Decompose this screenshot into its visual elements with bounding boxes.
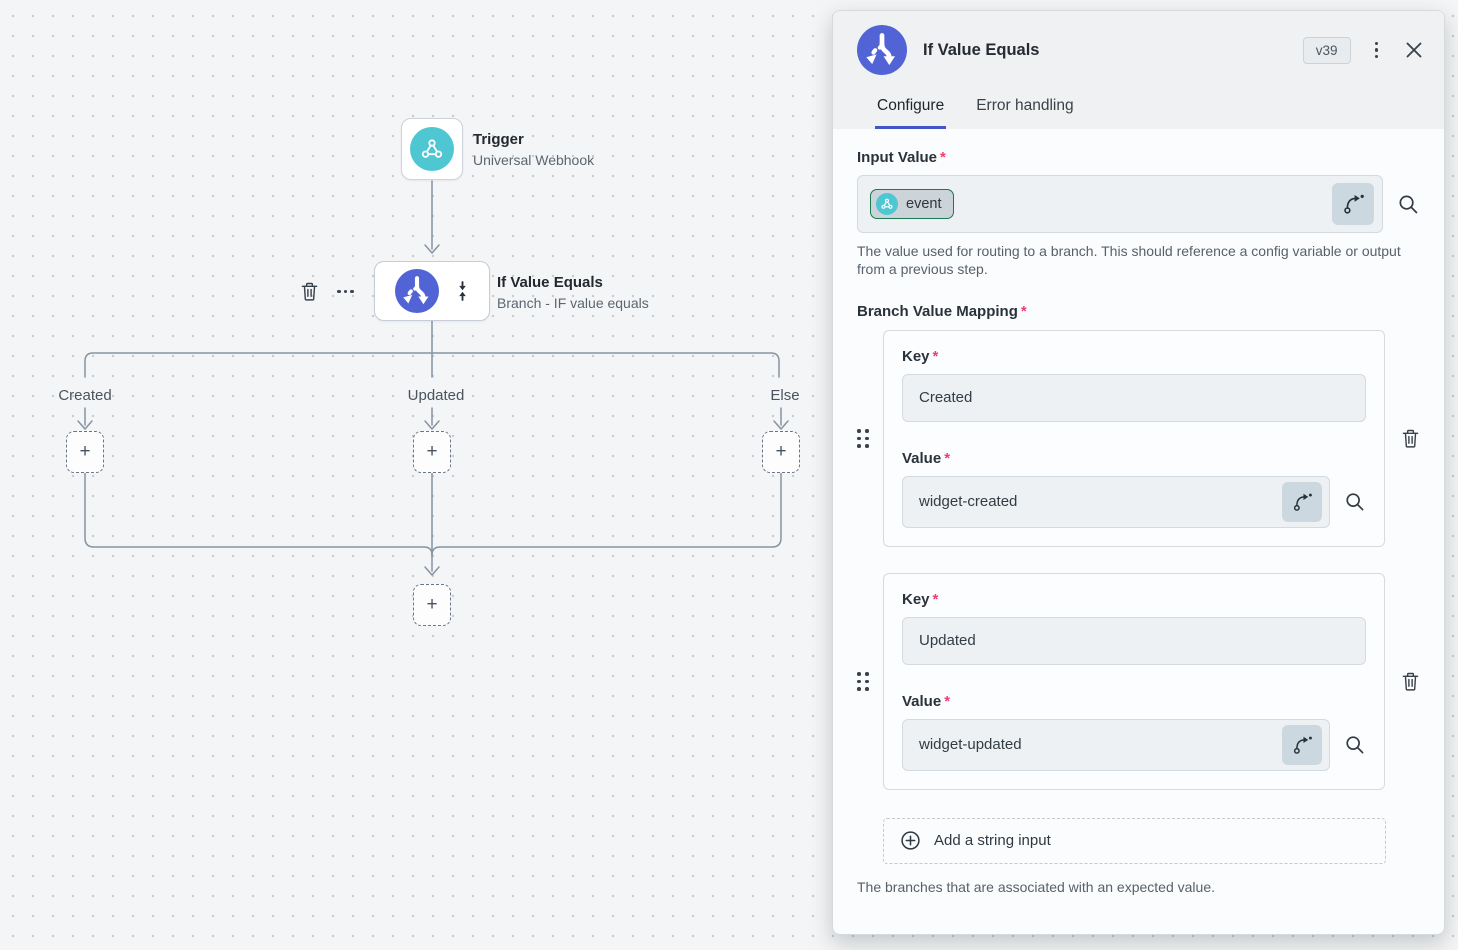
key-label: Key* [902,347,939,365]
reference-picker-button[interactable] [1332,183,1374,225]
add-step-placeholder-after[interactable]: + [413,584,451,626]
drag-handle-icon[interactable] [857,672,871,691]
delete-mapping-icon[interactable] [1401,428,1420,449]
reorder-step-icon[interactable] [455,278,470,304]
drag-handle-icon[interactable] [857,429,871,448]
input-value-helper: The value used for routing to a branch. … [857,243,1401,278]
search-icon[interactable] [1344,491,1366,513]
mapping-helper: The branches that are associated with an… [857,878,1215,895]
trigger-node[interactable] [401,118,463,180]
more-options-icon[interactable] [337,289,354,294]
trigger-subtitle: Universal Webhook [473,152,595,168]
value-label: Value* [902,449,951,467]
branch-label-created: Created [58,387,112,404]
value-label: Value* [902,692,951,710]
panel-menu-icon[interactable] [1371,38,1383,63]
close-icon[interactable] [1404,40,1424,60]
event-reference-chip[interactable]: event [870,189,955,219]
key-input[interactable]: Updated [902,616,1366,665]
branch-icon [857,25,907,75]
reference-picker-button[interactable] [1282,481,1322,522]
branch-value-mapping-label: Branch Value Mapping* [857,302,1027,320]
branch-label-updated: Updated [407,387,465,404]
panel-tabs: Configure Error handling [857,89,1424,129]
required-marker: * [940,149,946,166]
panel-title: If Value Equals [923,40,1040,59]
search-icon[interactable] [1344,734,1366,756]
add-step-placeholder-else[interactable]: + [762,431,800,473]
mapping-card: Key* Updated Value* widget-updated [883,572,1385,790]
step-config-panel: If Value Equals v39 Configure Error hand… [832,10,1445,935]
delete-step-icon[interactable] [300,281,319,302]
required-marker: * [1020,302,1027,320]
tab-error-handling[interactable]: Error handling [976,97,1074,114]
search-icon[interactable] [1397,193,1420,216]
webhook-icon [876,193,898,215]
reference-picker-button[interactable] [1282,724,1322,765]
value-input[interactable]: widget-updated [902,718,1330,771]
input-value-field[interactable]: event [857,175,1383,233]
version-badge[interactable]: v39 [1302,36,1351,64]
mapping-card: Key* Created Value* widget-created [883,329,1385,547]
add-step-placeholder-created[interactable]: + [66,431,104,473]
delete-mapping-icon[interactable] [1401,671,1420,692]
webhook-icon [410,127,454,171]
branch-node-subtitle: Branch - IF value equals [497,295,649,311]
add-string-input-label: Add a string input [934,832,1051,850]
value-input[interactable]: widget-created [902,475,1330,528]
branch-label-else: Else [770,387,800,404]
branch-node-label: If Value Equals Branch - IF value equals [497,274,649,311]
trigger-title: Trigger [473,131,524,148]
branch-icon [394,269,439,313]
branch-node-title: If Value Equals [497,274,603,291]
mapping-row: Key* Created Value* widget-created [857,329,1420,547]
mapping-row: Key* Updated Value* widget-updated [857,572,1420,790]
panel-header: If Value Equals v39 Configure Error hand… [833,11,1444,129]
plus-circle-icon [901,831,920,851]
key-label: Key* [902,590,939,608]
input-value-label: Input Value* [857,149,946,166]
trigger-node-label: Trigger Universal Webhook [473,131,594,168]
key-input[interactable]: Created [902,373,1366,422]
add-string-input-button[interactable]: Add a string input [883,817,1386,864]
tab-configure[interactable]: Configure [875,89,947,129]
chip-label: event [906,196,942,212]
panel-body: Input Value* event [833,129,1444,934]
branch-node[interactable] [374,261,490,321]
add-step-placeholder-updated[interactable]: + [413,431,451,473]
